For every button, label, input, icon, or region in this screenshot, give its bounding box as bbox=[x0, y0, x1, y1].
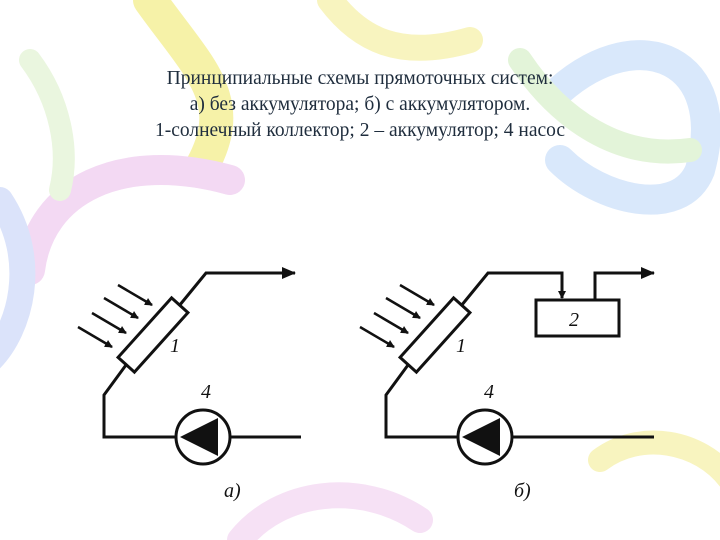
decor-swirl-yellow bbox=[133, 0, 234, 187]
collector-label-b: 1 bbox=[456, 335, 466, 357]
collector-outlet-pipe-b bbox=[459, 271, 566, 307]
inlet-pipe-a bbox=[102, 364, 176, 439]
caption-a: а) bbox=[224, 480, 241, 502]
decor-swirl-pink bbox=[15, 155, 245, 285]
title-line-3: 1-солнечный коллектор; 2 – аккумулятор; … bbox=[154, 120, 566, 141]
decor-swirl-green bbox=[508, 48, 702, 164]
pump-triangle-a bbox=[180, 418, 218, 456]
decor-swirl-yellow-3 bbox=[588, 430, 720, 487]
slide-title: Принципиальные схемы прямоточных систем:… bbox=[40, 66, 680, 144]
outlet-pipe-b bbox=[593, 267, 655, 300]
outlet-pipe-a bbox=[177, 267, 296, 307]
pump-label-a: 4 bbox=[201, 381, 211, 403]
decor-swirl-green-2 bbox=[19, 49, 75, 201]
decor-swirl-yellow-2 bbox=[317, 0, 483, 61]
title-line-1: Принципиальные схемы прямоточных систем: bbox=[166, 68, 554, 89]
sunlight-arrows-b bbox=[359, 283, 435, 349]
accumulator-label-b: 2 bbox=[569, 309, 579, 331]
accumulator-b bbox=[534, 298, 621, 338]
decor-swirl-blue bbox=[545, 40, 720, 215]
diagram-b bbox=[359, 267, 655, 466]
sunlight-arrows-a bbox=[77, 283, 153, 349]
pump-label-b: 4 bbox=[484, 381, 494, 403]
collector-label-a: 1 bbox=[170, 335, 180, 357]
caption-b: б) bbox=[514, 480, 531, 502]
decor-swirl-blue-2 bbox=[0, 187, 36, 369]
pump-triangle-b bbox=[462, 418, 500, 456]
decor-swirl-pink-2 bbox=[227, 482, 433, 540]
diagram-a bbox=[77, 267, 301, 466]
title-line-2: а) без аккумулятора; б) с аккумулятором. bbox=[189, 94, 531, 115]
inlet-pipe-b bbox=[384, 364, 458, 439]
